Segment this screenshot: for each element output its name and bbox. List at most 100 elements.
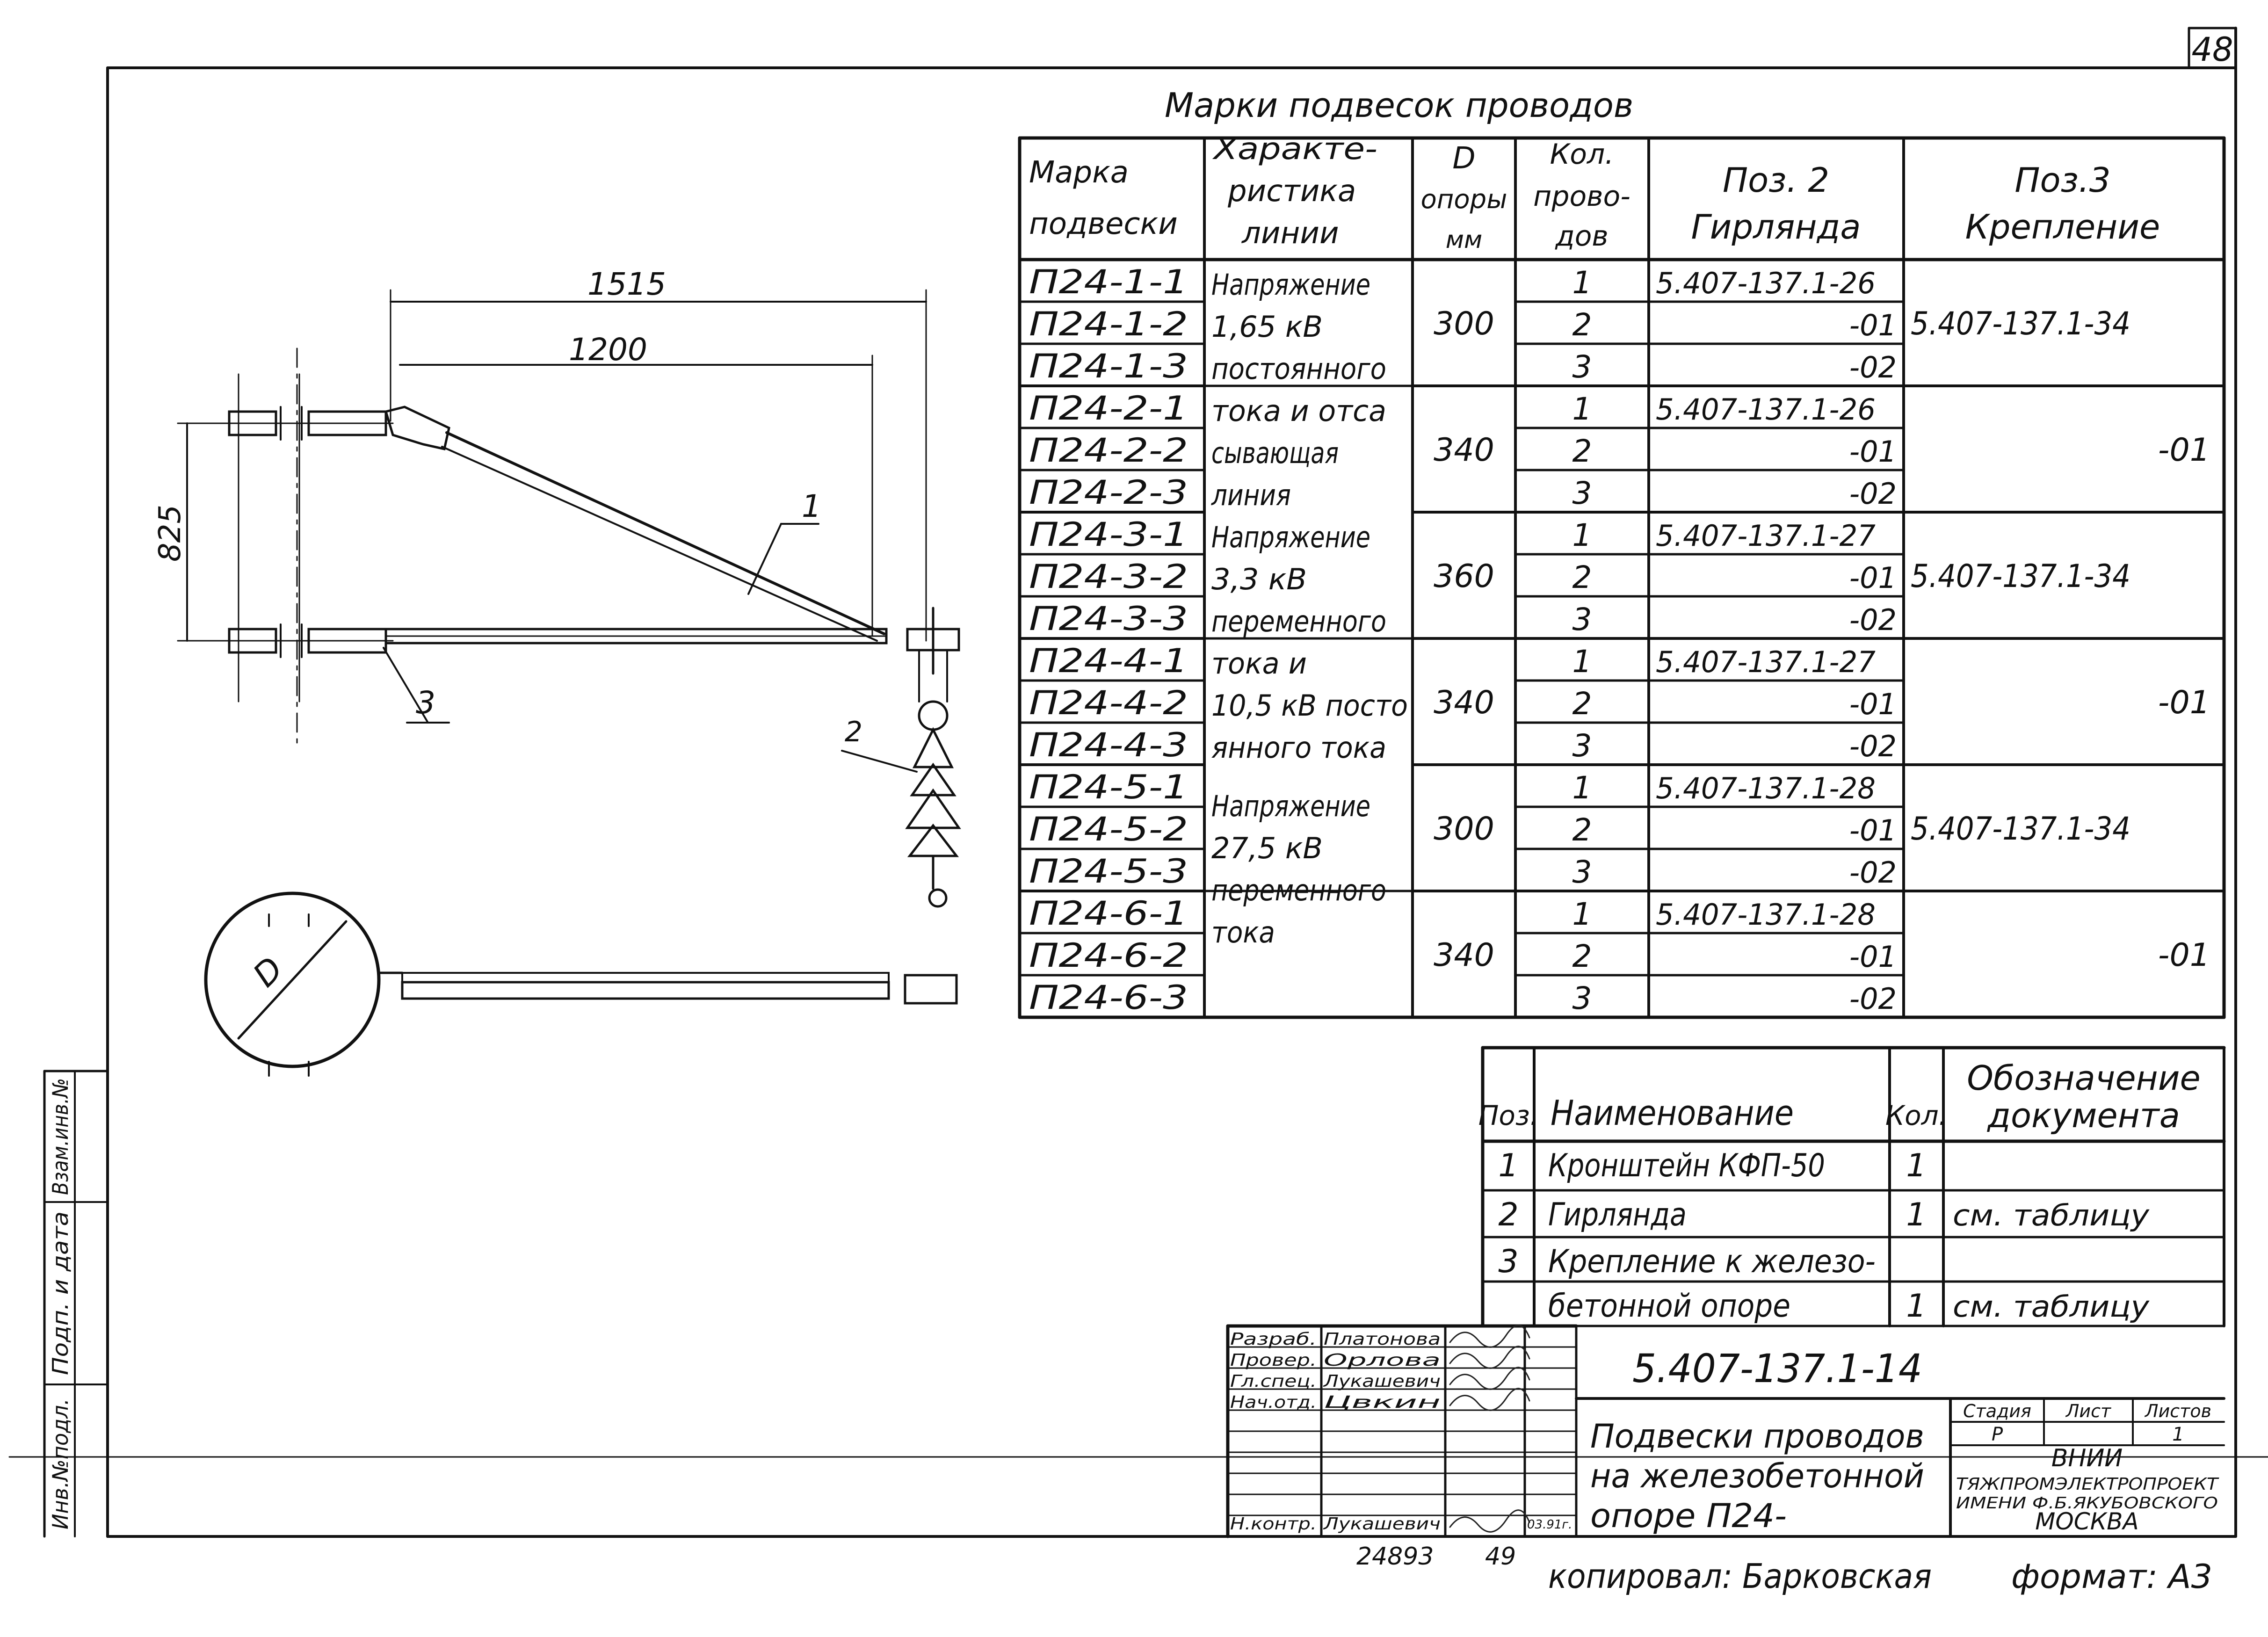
row-pos2: 5.407-137.1-27 <box>1656 645 1876 679</box>
hook <box>928 888 948 908</box>
header-wires: Кол. <box>1550 138 1614 171</box>
row-characteristic: линия <box>1211 478 1291 512</box>
insulator-cap <box>912 727 954 768</box>
row-pos3: -01 <box>2158 684 2210 721</box>
sheet-format: формат: А3 <box>2011 1557 2212 1596</box>
row-pos2: 5.407-137.1-26 <box>1656 266 1876 300</box>
row-wires: 2 <box>1572 307 1592 343</box>
row-mark: П24-3-2 <box>1029 558 1188 596</box>
header-pos3: Крепление <box>1965 207 2160 246</box>
spec-row-qty: 1 <box>1906 1196 1926 1233</box>
row-mark: П24-3-1 <box>1029 515 1188 554</box>
header-diameter: опоры <box>1421 184 1507 215</box>
row-mark: П24-2-3 <box>1029 473 1188 512</box>
row-pos2: -02 <box>1849 603 1897 637</box>
row-mark: П24-2-1 <box>1029 389 1188 427</box>
sign-date: 03.91г. <box>1527 1518 1572 1532</box>
spec-row-name: Крепление к железо- <box>1548 1243 1876 1280</box>
row-diameter: 340 <box>1434 937 1494 974</box>
sheets-header: Листов <box>2144 1401 2211 1421</box>
callout-1-leader <box>747 523 782 595</box>
row-wires: 3 <box>1572 349 1592 385</box>
org-line: ТЯЖПРОМЭЛЕКТРОПРОЕКТ <box>1956 1475 2219 1494</box>
dim-inner: 1200 <box>569 332 647 368</box>
diameter-line <box>237 920 348 1040</box>
callout-1: 1 <box>802 488 821 524</box>
diagonal-brace <box>441 446 878 642</box>
row-characteristic: 1,65 кВ <box>1211 310 1323 344</box>
signer-role: Разраб. <box>1230 1330 1317 1349</box>
row-pos2: -01 <box>1849 940 1897 974</box>
row-pos2: -01 <box>1849 687 1897 721</box>
insulator-disc <box>910 762 956 797</box>
spec-row-name: Гирлянда <box>1548 1196 1687 1233</box>
side-stamp-sign: Подп. и дата <box>48 1211 73 1375</box>
header-diameter: мм <box>1446 226 1482 254</box>
row-characteristic: 3,3 кВ <box>1211 562 1307 596</box>
row-pos2: 5.407-137.1-28 <box>1656 898 1876 932</box>
row-pos2: 5.407-137.1-27 <box>1656 519 1876 553</box>
row-wires: 2 <box>1572 812 1592 848</box>
insulator-disc <box>907 823 959 857</box>
row-pos2: -02 <box>1849 982 1897 1016</box>
row-mark: П24-1-1 <box>1029 263 1188 301</box>
header-wires: дов <box>1555 220 1609 253</box>
header-mark: Марка <box>1029 155 1129 190</box>
spec-row-name: бетонной опоре <box>1548 1288 1790 1325</box>
header-diameter: D <box>1452 141 1475 176</box>
row-pos2: -02 <box>1849 729 1897 763</box>
row-mark: П24-4-1 <box>1029 642 1188 680</box>
row-wires: 2 <box>1572 433 1592 469</box>
row-wires: 1 <box>1572 391 1592 427</box>
row-characteristic: тока и <box>1211 646 1307 681</box>
header-char: Характе- <box>1212 132 1377 167</box>
row-mark: П24-5-3 <box>1029 852 1188 891</box>
row-wires: 1 <box>1572 517 1592 553</box>
row-mark: П24-2-2 <box>1029 431 1188 470</box>
plan-arm <box>401 981 890 1000</box>
upper-clamp-left <box>228 410 277 436</box>
signer-name: Орлова <box>1324 1351 1441 1370</box>
row-characteristic: Напряжение <box>1211 268 1370 302</box>
row-mark: П24-6-3 <box>1029 978 1188 1017</box>
signer-name: Цвкин <box>1324 1393 1441 1412</box>
diagonal-brace <box>445 431 885 635</box>
signature-scribble <box>1449 1346 1530 1369</box>
row-pos2: 5.407-137.1-26 <box>1656 392 1876 427</box>
row-wires: 3 <box>1572 854 1592 890</box>
sheets-value: 1 <box>2172 1424 2184 1445</box>
row-mark: П24-4-2 <box>1029 684 1188 722</box>
header-mark: подвески <box>1029 207 1178 241</box>
row-wires: 2 <box>1572 938 1592 974</box>
spec-row-doc: см. таблицу <box>1953 1289 2150 1324</box>
header-char: ристика <box>1227 174 1356 209</box>
doc-title: на железобетонной <box>1590 1457 1924 1495</box>
signer-name: Лукашевич <box>1323 1514 1441 1534</box>
sheet-number: 48 <box>2191 30 2233 69</box>
row-characteristic: переменного <box>1211 873 1386 907</box>
row-pos3: 5.407-137.1-34 <box>1911 811 2130 847</box>
signature-scribble <box>1449 1509 1530 1533</box>
inventory-number: 24893 <box>1356 1543 1434 1571</box>
row-pos2: -02 <box>1849 855 1897 890</box>
row-pos2: -01 <box>1849 561 1897 595</box>
row-characteristic: переменного <box>1211 604 1386 638</box>
upper-clamp-right <box>307 410 387 436</box>
signer-role: Н.контр. <box>1230 1514 1317 1534</box>
callout-3-leader <box>383 647 429 724</box>
header-pos2: Поз. 2 <box>1723 160 1829 200</box>
spec-header-qty: Кол. <box>1885 1100 1947 1131</box>
lower-clamp-left <box>228 628 277 654</box>
spec-row-qty: 1 <box>1906 1288 1926 1325</box>
signer-role: Гл.спец. <box>1230 1372 1317 1391</box>
inventory-suffix: 49 <box>1485 1543 1516 1571</box>
row-characteristic: Напряжение <box>1211 520 1370 554</box>
row-pos2: 5.407-137.1-28 <box>1656 771 1876 805</box>
header-pos3: Поз.3 <box>2014 160 2110 200</box>
signer-role: Провер. <box>1230 1351 1317 1370</box>
row-mark: П24-5-2 <box>1029 810 1188 848</box>
column-ring <box>204 891 381 1068</box>
row-diameter: 340 <box>1434 432 1494 469</box>
callout-2: 2 <box>845 716 862 748</box>
